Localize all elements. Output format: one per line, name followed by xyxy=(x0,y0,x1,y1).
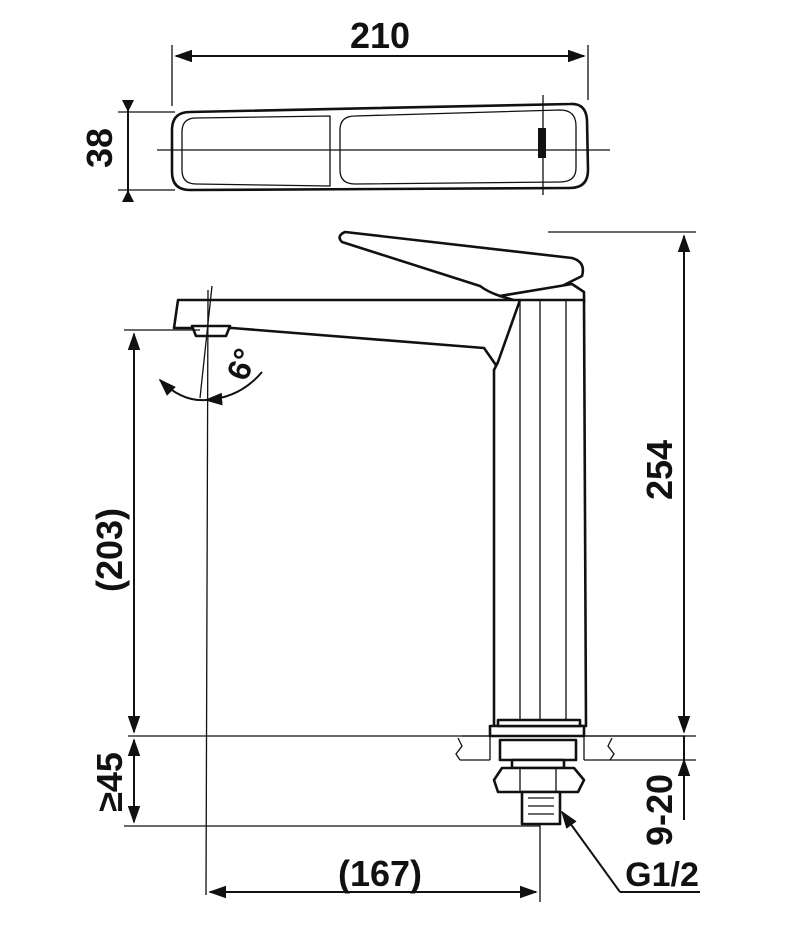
spout-outlet-reference-line xyxy=(205,289,209,896)
dimension-width: 210 xyxy=(171,15,589,106)
dimension-depth-label: 38 xyxy=(79,128,120,168)
dimension-deck-thickness-label: ≥45 xyxy=(89,752,130,812)
base-ring xyxy=(496,718,582,728)
dimension-deck-thickness: ≥45 xyxy=(89,738,540,827)
handle-lever xyxy=(338,230,585,298)
dimension-reach-label: (167) xyxy=(338,853,422,894)
mounting-nut xyxy=(492,766,586,794)
top-view-inner-left xyxy=(181,115,331,187)
top-view-outline xyxy=(170,102,590,192)
dimension-deck-range: 9-20 xyxy=(610,736,696,846)
top-view-cartridge-mark xyxy=(538,128,546,158)
threaded-shank xyxy=(520,790,562,826)
dimension-spout-height: (203) xyxy=(89,329,200,734)
angle-dimension: 6° xyxy=(158,344,264,406)
dimension-reach: (167) xyxy=(208,824,541,902)
dimension-spout-height-label: (203) xyxy=(89,508,130,592)
aerator xyxy=(190,324,232,338)
angle-reference-line xyxy=(199,285,213,399)
top-view-handle-recess xyxy=(339,109,577,185)
base-flange xyxy=(488,724,586,738)
deck-break-marks xyxy=(455,737,615,761)
dimension-total-height-label: 254 xyxy=(639,440,680,500)
dimension-depth: 38 xyxy=(79,100,175,202)
thread-callout: G1/2 xyxy=(560,810,700,894)
washer xyxy=(498,738,578,762)
top-view xyxy=(157,95,610,195)
side-view xyxy=(128,230,686,826)
dimension-total-height: 254 xyxy=(548,231,696,737)
dimension-width-label: 210 xyxy=(350,15,410,56)
thread-callout-label: G1/2 xyxy=(625,856,699,894)
dimension-deck-range-label: 9-20 xyxy=(639,774,680,846)
